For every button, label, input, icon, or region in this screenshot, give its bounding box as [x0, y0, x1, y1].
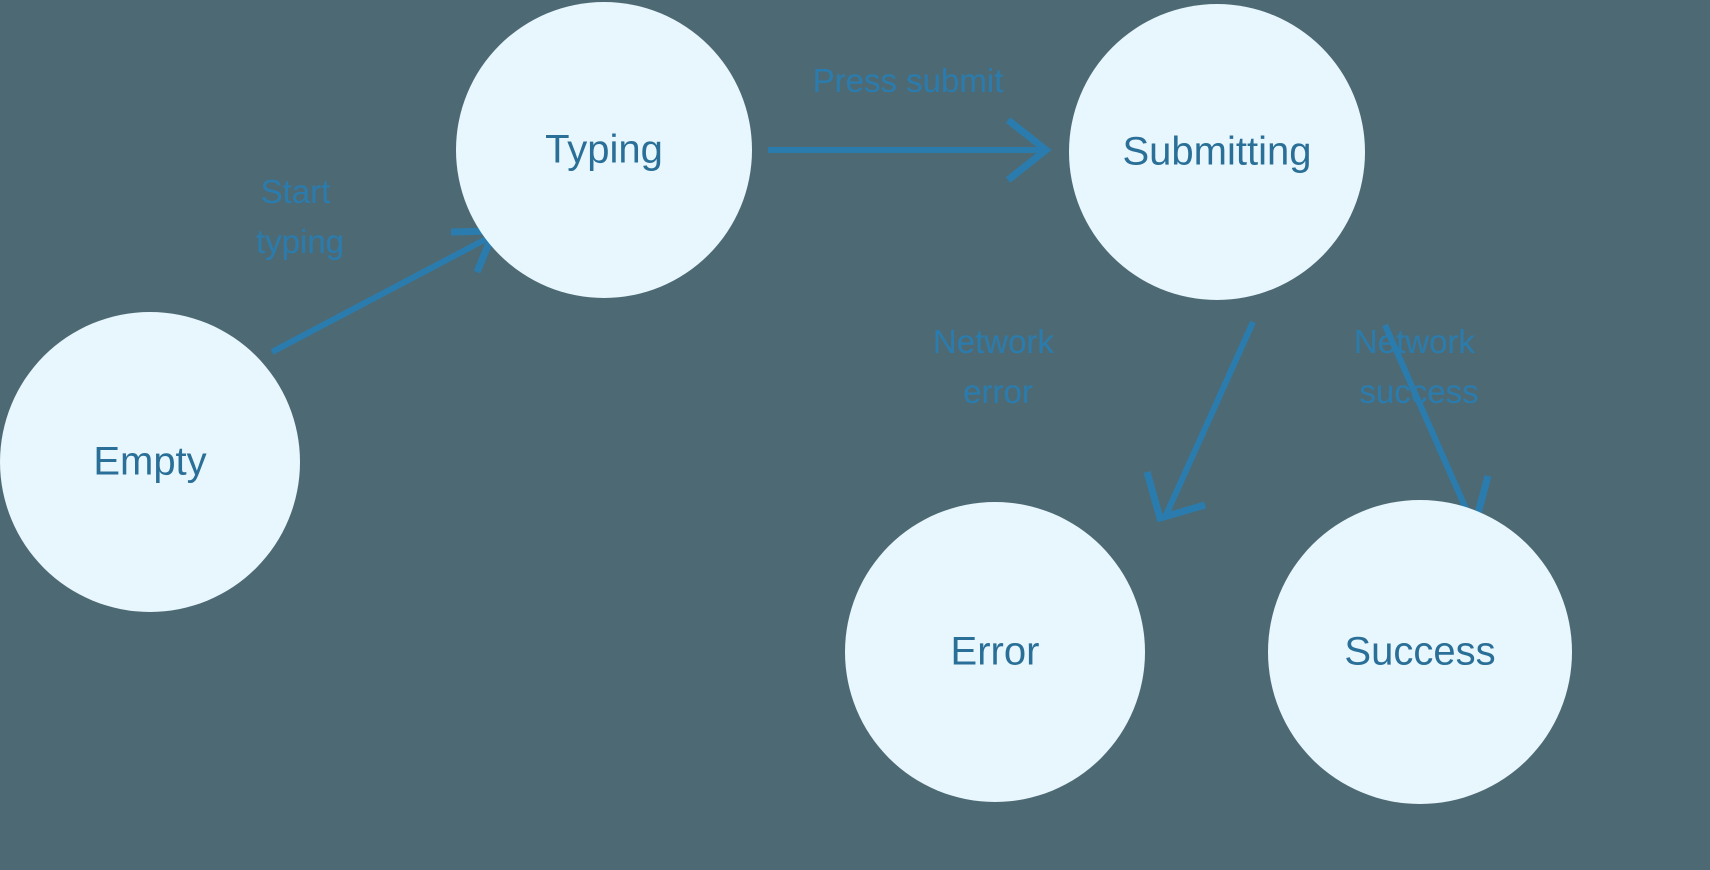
edge-label-line: error — [963, 373, 1033, 410]
edge-label-line: Network — [1354, 323, 1476, 360]
node-label-typing: Typing — [545, 128, 663, 172]
node-empty[interactable]: Empty — [0, 312, 300, 612]
arrowhead-submitting-to-error — [1143, 471, 1206, 523]
edge-typing-to-submitting[interactable]: Press submit — [768, 62, 1052, 183]
node-circle-success — [1268, 500, 1572, 804]
node-success[interactable]: Success — [1268, 500, 1572, 804]
node-label-success: Success — [1344, 630, 1495, 674]
edge-label-submitting-to-success: Network success — [1354, 323, 1484, 410]
node-typing[interactable]: Typing — [456, 2, 752, 298]
edge-label-line: Press submit — [813, 62, 1004, 99]
edge-label-line: typing — [256, 223, 344, 260]
node-label-error: Error — [951, 630, 1040, 674]
node-error[interactable]: Error — [845, 502, 1145, 802]
edge-line-submitting-to-error — [1163, 320, 1256, 517]
edge-label-line: Start — [261, 173, 331, 210]
edge-line-empty-to-typing — [270, 235, 490, 355]
edge-submitting-to-success[interactable]: Network success — [1354, 323, 1492, 526]
edge-label-typing-to-submitting: Press submit — [813, 62, 1004, 99]
edge-label-line: Network — [933, 323, 1055, 360]
edge-submitting-to-error[interactable]: Network error — [933, 320, 1256, 523]
node-label-empty: Empty — [93, 440, 206, 484]
node-circle-empty — [0, 312, 300, 612]
node-circle-submitting — [1069, 4, 1365, 300]
node-label-submitting: Submitting — [1123, 130, 1312, 174]
edge-empty-to-typing[interactable]: Start typing — [256, 173, 500, 355]
node-circle-error — [845, 502, 1145, 802]
edge-label-empty-to-typing: Start typing — [256, 173, 344, 260]
node-submitting[interactable]: Submitting — [1069, 4, 1365, 300]
edge-label-submitting-to-error: Network error — [933, 323, 1063, 410]
edge-label-line: success — [1359, 373, 1478, 410]
edge-line-submitting-to-success — [1382, 323, 1473, 520]
node-circle-typing — [456, 2, 752, 298]
arrowhead-typing-to-submitting — [1005, 117, 1052, 183]
